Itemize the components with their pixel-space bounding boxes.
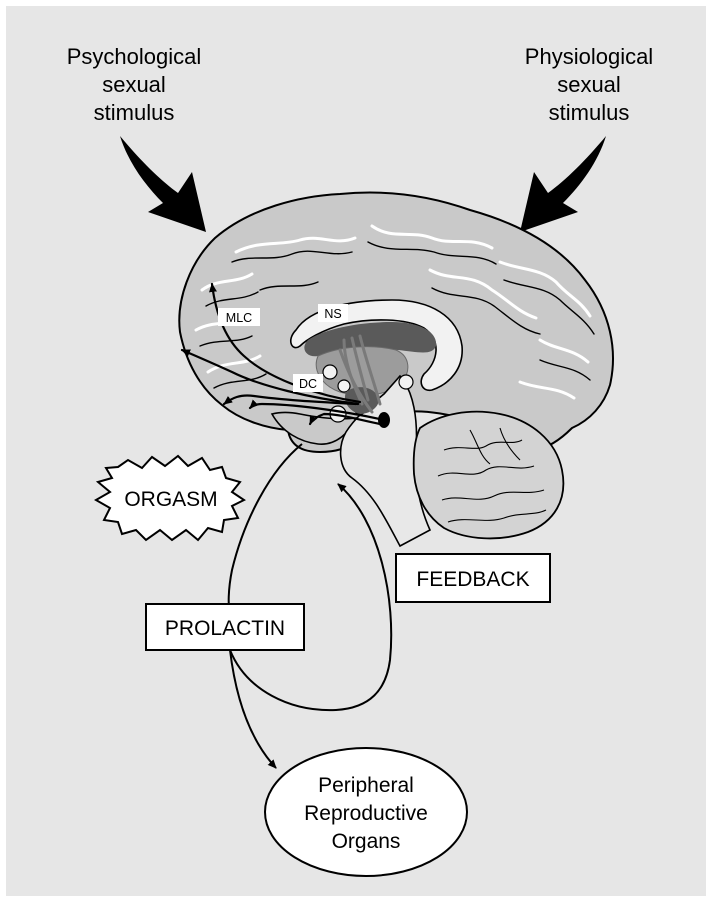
- psychological-line-2: sexual: [102, 72, 166, 97]
- dc-label-text: DC: [299, 377, 317, 391]
- pituitary-bulb-1: [323, 365, 337, 379]
- mlc-label: MLC: [218, 308, 260, 326]
- feedback-box: FEEDBACK: [396, 554, 550, 602]
- peripheral-organs-node: Peripheral Reproductive Organs: [265, 748, 467, 876]
- prolactin-label: PROLACTIN: [165, 617, 285, 640]
- organs-line-1: Peripheral: [318, 774, 414, 797]
- mlc-label-text: MLC: [226, 311, 252, 325]
- physiological-line-1: Physiological: [525, 44, 653, 69]
- physiological-line-2: sexual: [557, 72, 621, 97]
- prolactin-box: PROLACTIN: [146, 604, 304, 650]
- psychological-line-1: Psychological: [67, 44, 202, 69]
- dc-label: DC: [293, 374, 323, 392]
- organs-line-2: Reproductive: [304, 802, 428, 825]
- physiological-line-3: stimulus: [549, 100, 630, 125]
- orgasm-label: ORGASM: [124, 488, 217, 511]
- psychological-line-3: stimulus: [94, 100, 175, 125]
- ns-label-text: NS: [324, 307, 341, 321]
- pineal-bulb: [399, 375, 413, 389]
- ns-label: NS: [318, 304, 348, 322]
- organs-line-3: Organs: [332, 830, 401, 853]
- feedback-label: FEEDBACK: [416, 568, 529, 591]
- pituitary-bulb-2: [338, 380, 350, 392]
